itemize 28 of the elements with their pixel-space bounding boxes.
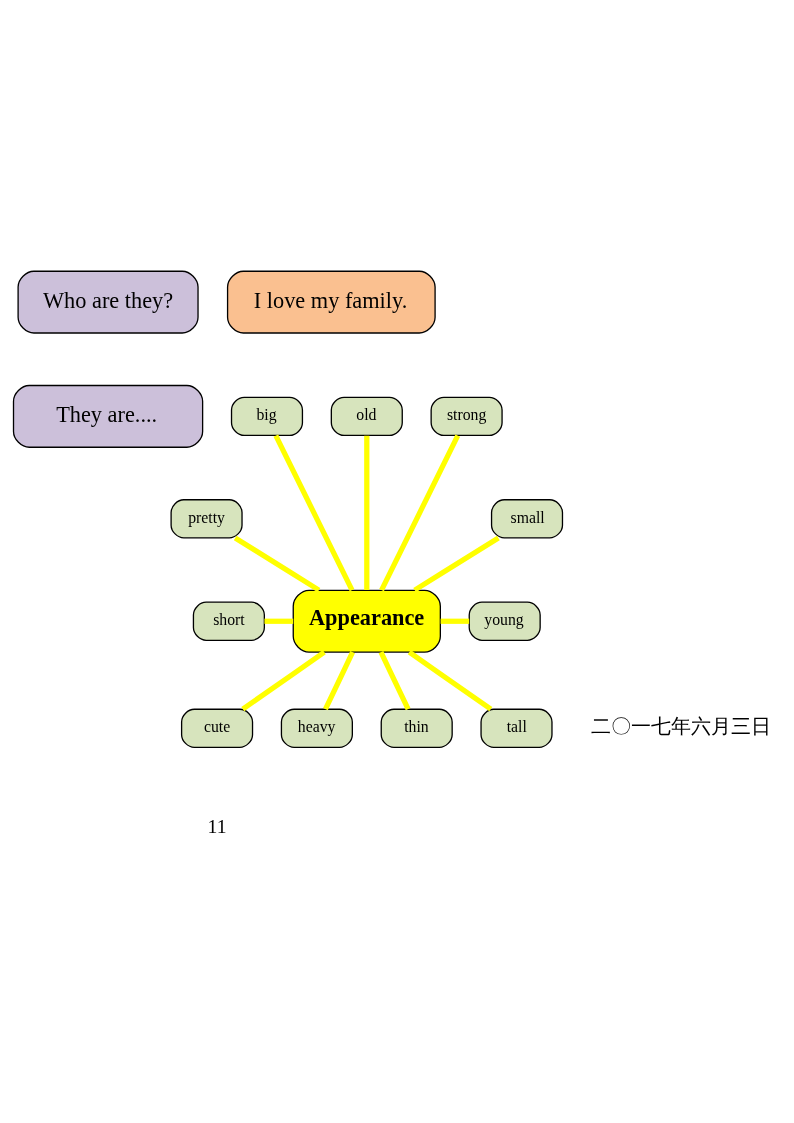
label: 11 [207,814,227,837]
node-box: pretty [170,499,243,539]
node-box: Who are they? [17,270,199,334]
node-box: heavy [280,708,353,748]
node-box: young [468,601,541,641]
node-box: Appearance [292,589,441,653]
node-box: cute [180,708,254,748]
connector [364,435,370,591]
connector [264,618,294,624]
node-box: small [490,499,564,539]
connector [233,535,321,593]
connector [241,650,326,712]
connector [407,650,493,712]
node-box: I love my family. [226,270,436,334]
connector [273,434,355,592]
node-box: They are.... [12,384,204,448]
connector [323,651,355,711]
connector [379,434,461,592]
node-box: short [192,601,265,641]
node-box: big [230,396,304,437]
node-box: thin [380,708,453,748]
connector [378,651,411,711]
label: 二〇一七年六月三日 [590,714,771,737]
node-box: strong [430,396,503,437]
node-box: tall [480,708,553,748]
node-box: old [330,396,403,437]
connector [440,618,470,624]
connector [413,535,500,593]
